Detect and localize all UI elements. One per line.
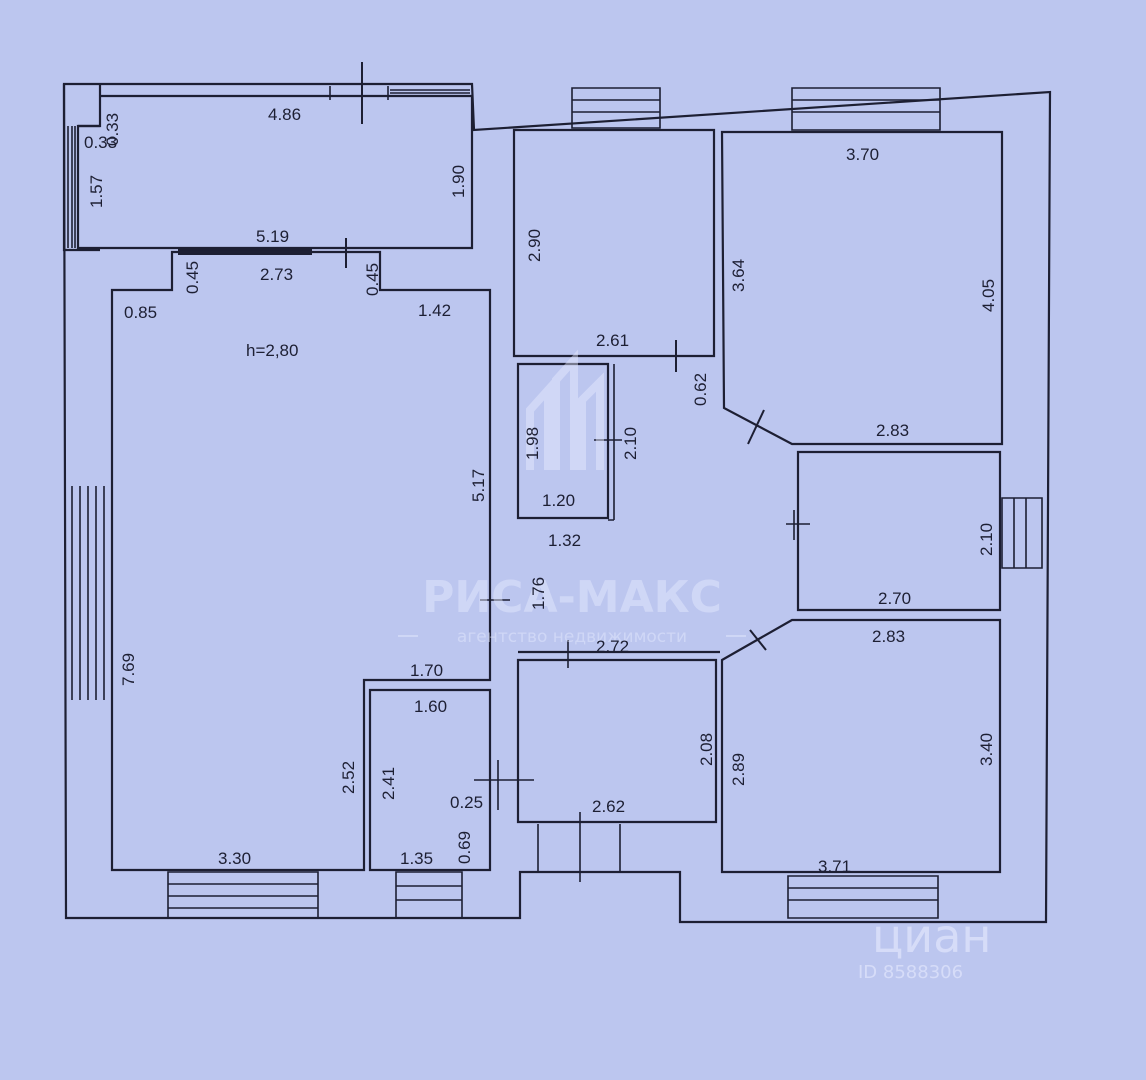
dim-r4-283: 2.83	[872, 627, 905, 646]
dim-balc-190: 1.90	[449, 165, 468, 198]
dim-main-273: 2.73	[260, 265, 293, 284]
dim-hall-210: 2.10	[621, 427, 640, 460]
dim-r4-289: 2.89	[729, 753, 748, 786]
dim-balc-033b: 0.33	[84, 133, 117, 152]
dim-balc-486: 4.86	[268, 105, 301, 124]
living-room	[71, 250, 492, 919]
room-2	[720, 87, 1004, 446]
dim-hall-062: 0.62	[691, 373, 710, 406]
hallway	[480, 362, 720, 668]
dim-bath-025: 0.25	[450, 793, 483, 812]
dim-bath-069: 0.69	[455, 831, 474, 864]
dim-hall-176: 1.76	[529, 577, 548, 610]
agency-name: РИСА-МАКС	[422, 572, 722, 623]
dim-r2-370: 3.70	[846, 145, 879, 164]
dim-main-045a: 0.45	[183, 261, 202, 294]
dim-balc-157: 1.57	[87, 175, 106, 208]
dim-bath-160: 1.60	[414, 697, 447, 716]
cian-id: ID 8588306	[858, 962, 963, 983]
dim-main-085: 0.85	[124, 303, 157, 322]
dim-main-142: 1.42	[418, 301, 451, 320]
dim-r2-364: 3.64	[729, 259, 748, 292]
dim-main-330: 3.30	[218, 849, 251, 868]
dim-bath-252: 2.52	[339, 761, 358, 794]
room-1	[512, 87, 716, 372]
room-4	[720, 618, 1002, 919]
dim-r1-261: 2.61	[596, 331, 629, 350]
dim-hall-198: 1.98	[523, 427, 542, 460]
dim-r1-290: 2.90	[525, 229, 544, 262]
room-5	[516, 658, 718, 882]
dim-hall-272: 2.72	[596, 637, 629, 656]
dim-r2-283: 2.83	[876, 421, 909, 440]
dim-main-045b: 0.45	[363, 263, 382, 296]
dim-balc-033a: 0.33	[103, 113, 122, 146]
dim-r3-270: 2.70	[878, 589, 911, 608]
cian-logo: циан	[872, 909, 991, 963]
dim-r4-340: 3.40	[977, 733, 996, 766]
dimension-labels: 0.33 0.33 4.86 1.57 1.90 5.19 0.45 2.73 …	[84, 105, 998, 876]
dim-main-517: 5.17	[469, 469, 488, 502]
bathroom	[368, 688, 534, 919]
dim-r5-262: 2.62	[592, 797, 625, 816]
dim-main-769: 7.69	[119, 653, 138, 686]
dim-r3-210: 2.10	[977, 523, 996, 556]
dim-bath-241: 2.41	[379, 767, 398, 800]
cian-watermark: циан ID 8588306	[858, 909, 991, 983]
ceiling-height: h=2,80	[246, 341, 298, 360]
dim-bath-170: 1.70	[410, 661, 443, 680]
room-3	[786, 450, 1043, 612]
agency-tagline: агентство недвижимости	[457, 627, 687, 647]
agency-watermark: РИСА-МАКС агентство недвижимости	[398, 349, 746, 647]
dim-hall-132: 1.32	[548, 531, 581, 550]
dim-balc-519: 5.19	[256, 227, 289, 246]
dim-r5-208: 2.08	[697, 733, 716, 766]
dim-bath-135: 1.35	[400, 849, 433, 868]
dim-r4-371: 3.71	[818, 857, 851, 876]
dim-hall-120: 1.20	[542, 491, 575, 510]
dim-r2-405: 4.05	[979, 279, 998, 312]
